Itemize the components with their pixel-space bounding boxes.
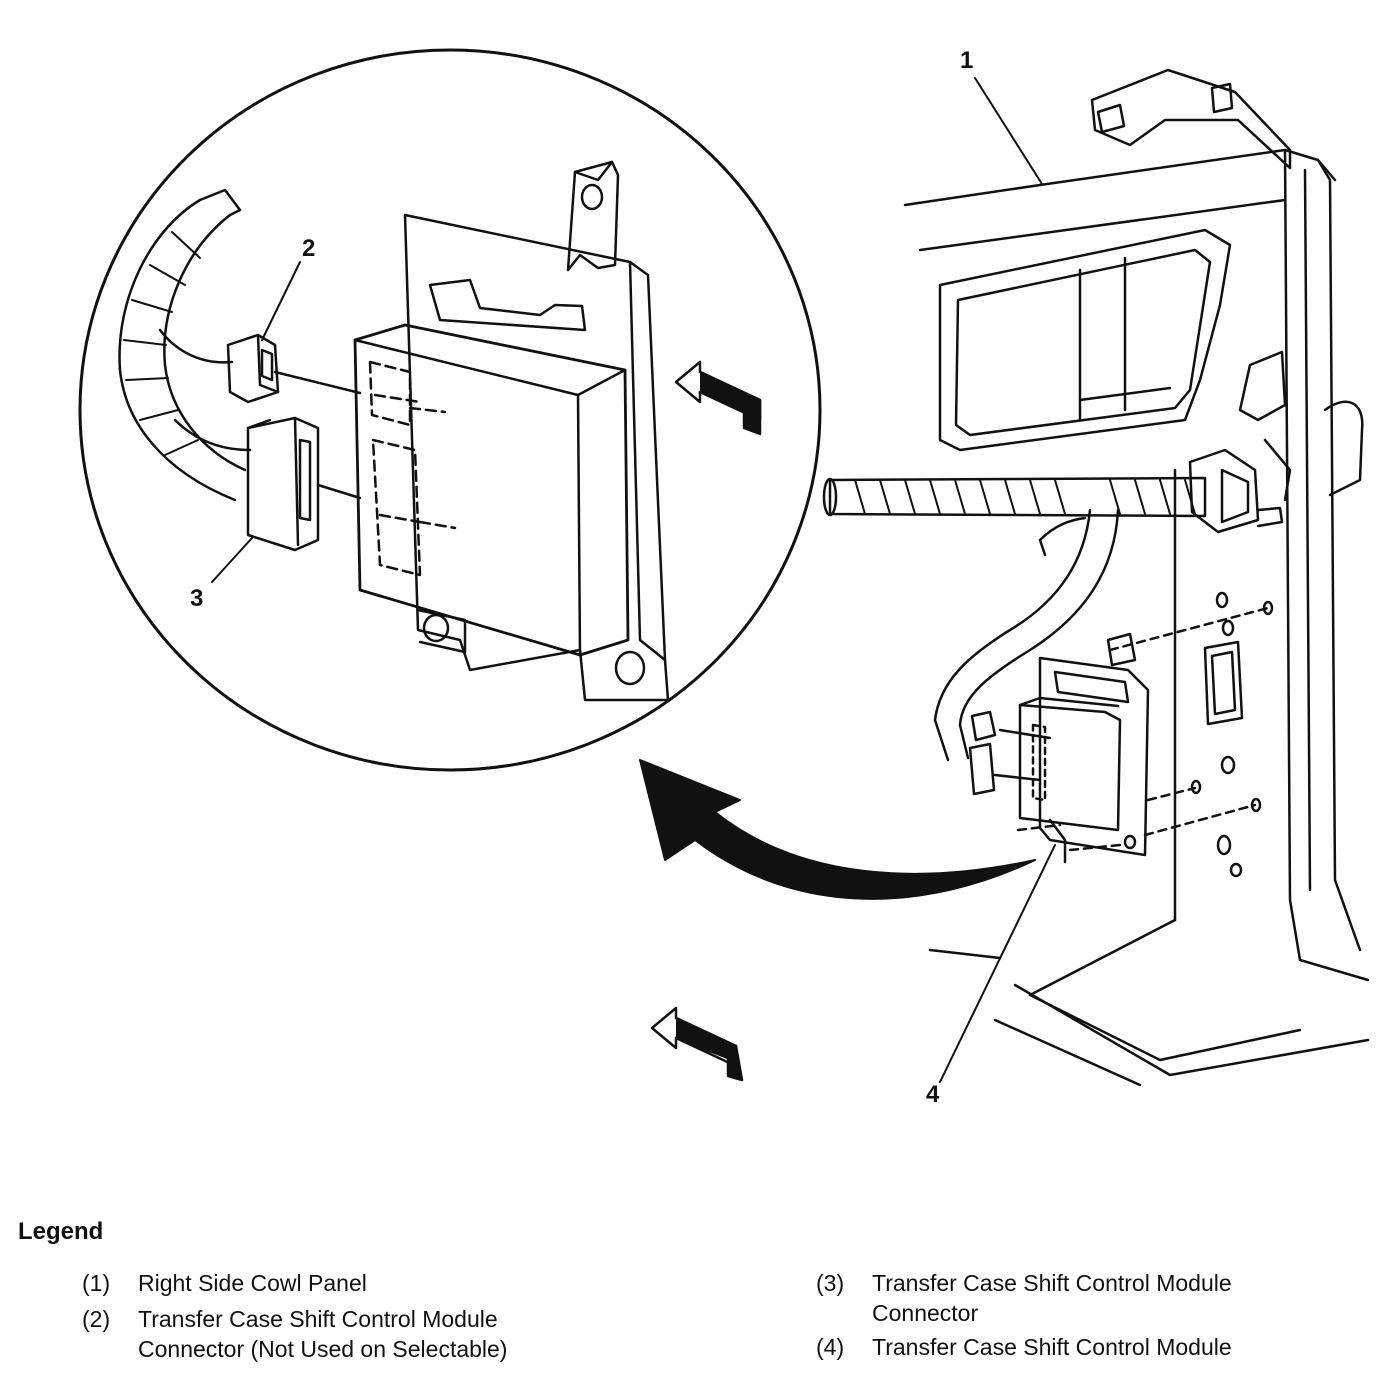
callout-3: 3 [190,585,203,612]
cowl-panel [822,68,1370,1087]
legend-item-number: (3) [816,1270,845,1296]
callout-leaders [211,77,1056,1083]
legend-item-1: (1) Right Side Cowl Panel [82,1268,367,1298]
callout-1: 1 [960,47,973,74]
legend-item-4: (4) Transfer Case Shift Control Module [816,1332,1232,1362]
legend-item-text: Right Side Cowl Panel [138,1270,367,1296]
view-direction-arrow-detail [674,360,762,436]
legend-item-2: (2) Transfer Case Shift Control Module C… [82,1304,507,1364]
view-direction-arrow-main [650,1006,744,1082]
legend-item-text: Transfer Case Shift Control Module Conne… [138,1306,508,1362]
legend-item-text: Transfer Case Shift Control Module Conne… [872,1270,1232,1326]
legend-item-3: (3) Transfer Case Shift Control Module C… [816,1268,1232,1328]
legend-item-number: (2) [82,1306,111,1332]
legend-item-text: Transfer Case Shift Control Module [872,1334,1232,1360]
detail-view-circle [78,48,822,772]
callout-4: 4 [926,1081,940,1108]
legend-title: Legend [18,1218,104,1245]
legend-item-number: (4) [816,1334,845,1360]
magnify-arrow [639,759,1036,900]
callout-2: 2 [302,235,315,262]
legend-item-number: (1) [82,1270,111,1296]
exploded-view-diagram: 1 2 3 4 [78,47,1370,1108]
